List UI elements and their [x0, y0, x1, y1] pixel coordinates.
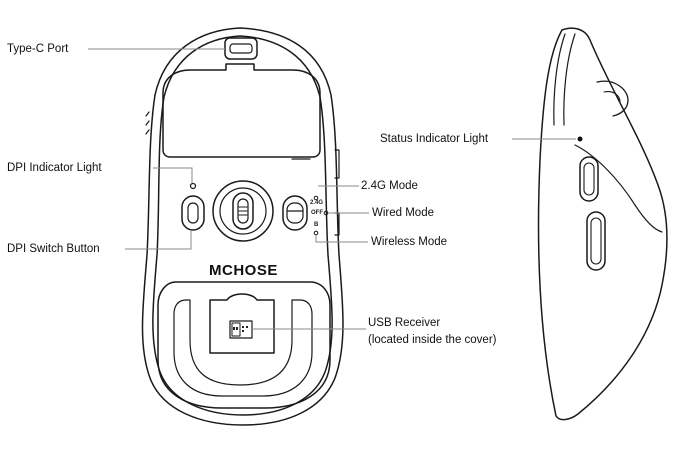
- callout-line-dpi-switch: [125, 230, 192, 250]
- side-button-back: [586, 211, 606, 271]
- sensor-ring: [212, 180, 274, 242]
- mouse-bottom-outline: [141, 27, 344, 426]
- label-type-c-port: Type-C Port: [7, 43, 69, 55]
- status-indicator-light: [577, 136, 583, 142]
- switch-mark-24g: 2.4G: [310, 200, 324, 206]
- mode-switch: [282, 195, 308, 231]
- switch-dot-24g: [313, 195, 319, 201]
- dpi-indicator-light: [189, 182, 197, 190]
- label-24g-mode: 2.4G Mode: [361, 180, 418, 192]
- dpi-switch-button: [181, 195, 205, 231]
- usb-receiver-cover: [209, 293, 275, 354]
- callout-line-wireless: [315, 235, 368, 243]
- switch-dot-bt: [313, 230, 319, 236]
- side-button-forward: [579, 156, 599, 202]
- switch-mark-off: OFF: [311, 210, 323, 216]
- callout-line-dpi-indicator: [153, 167, 193, 183]
- mouse-side-outline: [537, 27, 668, 421]
- scroll-wheel: [596, 80, 629, 117]
- label-usb-receiver-note: (located inside the cover): [368, 334, 497, 346]
- switch-dot-off: [323, 210, 329, 216]
- mouse-bottom-inner-outline: [152, 35, 333, 416]
- upper-skate: [162, 63, 321, 158]
- label-dpi-indicator-light: DPI Indicator Light: [7, 162, 102, 174]
- lower-skate: [157, 281, 331, 409]
- label-dpi-switch-button: DPI Switch Button: [7, 243, 100, 255]
- label-wired-mode: Wired Mode: [372, 207, 434, 219]
- brand-logo-text: MCHOSE: [209, 262, 278, 279]
- label-status-indicator-light: Status Indicator Light: [380, 133, 489, 145]
- side-ridge: [574, 144, 663, 233]
- switch-mark-bt: B: [314, 222, 319, 228]
- sensor-lens: [232, 192, 254, 230]
- label-usb-receiver: USB Receiver: [368, 317, 441, 329]
- label-wireless-mode: Wireless Mode: [371, 236, 448, 248]
